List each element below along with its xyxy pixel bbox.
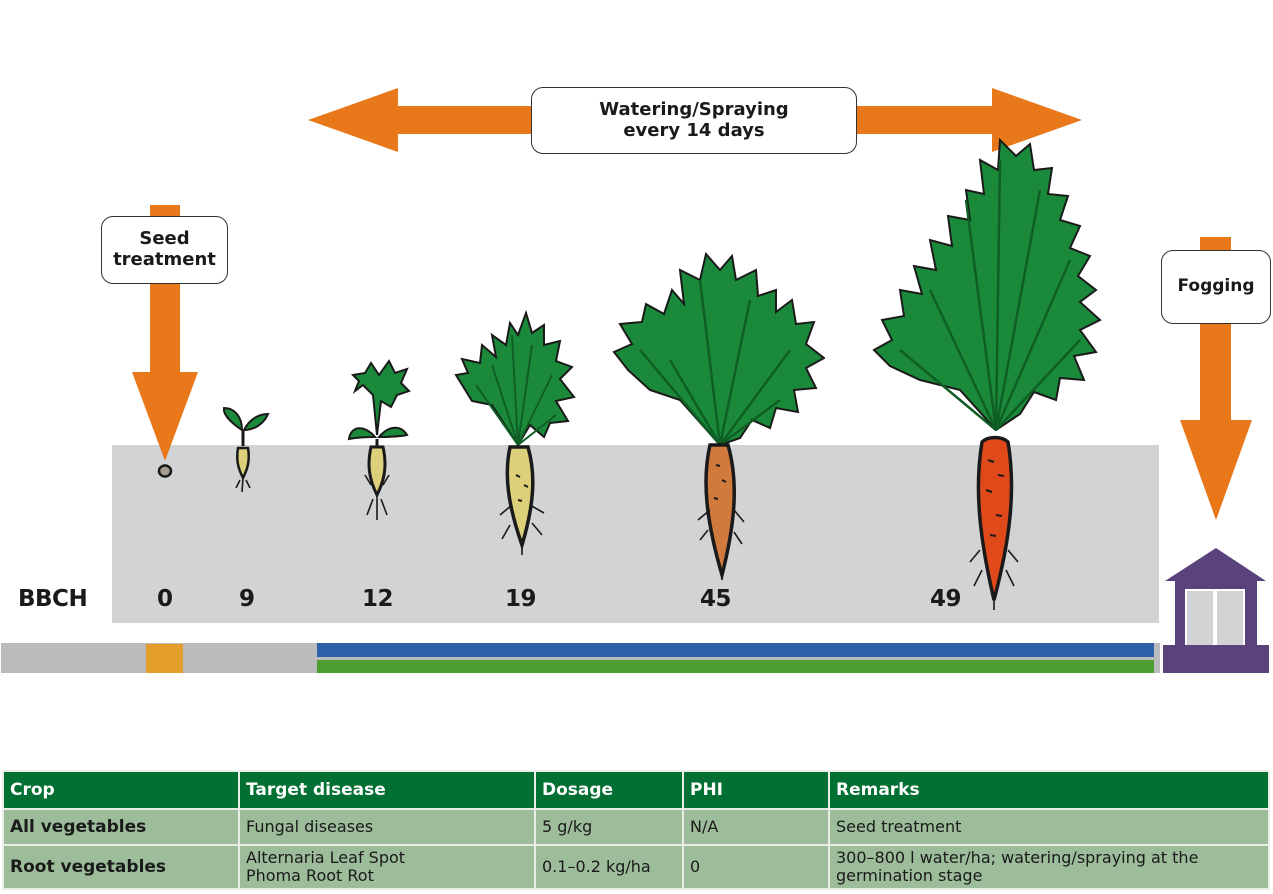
table-header-row: Crop Target disease Dosage PHI Remarks <box>2 770 1270 810</box>
bbch-stage-9: 9 <box>239 586 255 612</box>
timeline-watering-bar-green <box>317 660 1154 673</box>
plant-stage-19-icon <box>454 309 576 555</box>
cell-dosage: 5 g/kg <box>534 808 684 846</box>
seed-treatment-line1: Seed <box>139 228 190 250</box>
watering-label-line2: every 14 days <box>623 119 765 141</box>
bbch-stage-49: 49 <box>930 586 962 612</box>
cell-dosage: 0.1–0.2 kg/ha <box>534 844 684 890</box>
cell-remarks: Seed treatment <box>828 808 1270 846</box>
plant-stage-45-icon <box>612 251 825 580</box>
cell-crop: Root vegetables <box>2 844 240 890</box>
disease-line: Alternaria Leaf Spot <box>246 848 406 868</box>
header-remarks: Remarks <box>828 770 1270 810</box>
cell-disease: Fungal diseases <box>238 808 536 846</box>
table-row: All vegetables Fungal diseases 5 g/kg N/… <box>2 808 1270 846</box>
bbch-stage-0: 0 <box>157 586 173 612</box>
treatment-table: Crop Target disease Dosage PHI Remarks A… <box>2 770 1270 890</box>
seed-treatment-arrow-icon <box>132 205 198 461</box>
timeline-seed-treatment-marker <box>146 644 183 673</box>
seed-icon <box>157 464 173 478</box>
cell-disease: Alternaria Leaf Spot Phoma Root Rot <box>238 844 536 890</box>
timeline-watering-bar-blue <box>317 643 1154 657</box>
seed-treatment-line2: treatment <box>113 249 216 270</box>
bbch-label: BBCH <box>18 586 88 612</box>
plant-stage-49-icon <box>872 137 1102 610</box>
plant-stage-12-icon <box>347 359 411 520</box>
bbch-stage-12: 12 <box>362 586 394 612</box>
header-crop: Crop <box>2 770 240 810</box>
seedling-stage-9-icon <box>222 406 270 493</box>
disease-line: Phoma Root Rot <box>246 866 374 885</box>
cell-phi: N/A <box>682 808 830 846</box>
header-target-disease: Target disease <box>238 770 536 810</box>
header-dosage: Dosage <box>534 770 684 810</box>
fogging-label: Fogging <box>1161 250 1271 324</box>
bbch-stage-45: 45 <box>700 586 732 612</box>
cell-remarks: 300–800 l water/ha; watering/spraying at… <box>828 844 1270 890</box>
table-row: Root vegetables Alternaria Leaf Spot Pho… <box>2 844 1270 890</box>
watering-label-line1: Watering/Spraying <box>599 98 789 120</box>
cell-crop: All vegetables <box>2 808 240 846</box>
remarks-line: 300–800 l water/ha; watering/spraying at… <box>836 848 1199 868</box>
cell-phi: 0 <box>682 844 830 890</box>
storage-house-icon <box>1163 548 1269 673</box>
bbch-stage-19: 19 <box>505 586 537 612</box>
remarks-line: germination stage <box>836 866 983 885</box>
fogging-arrow-icon <box>1180 237 1252 520</box>
header-phi: PHI <box>682 770 830 810</box>
